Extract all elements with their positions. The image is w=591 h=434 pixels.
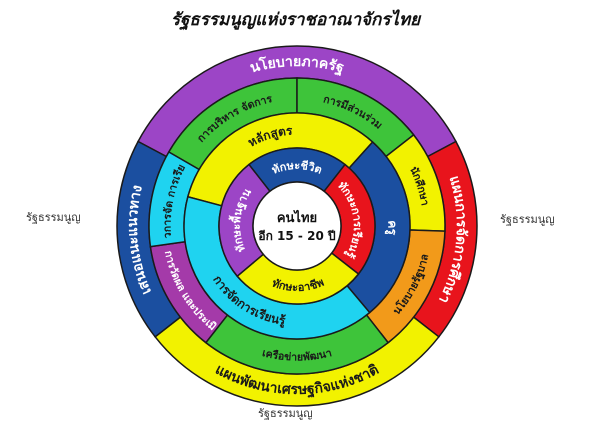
outside-label-left: รัฐธรรมนูญ bbox=[26, 211, 81, 224]
inner-label-text-0: ทักษะชีวิต bbox=[270, 159, 324, 177]
third-label-text-1: ครู bbox=[384, 220, 399, 236]
second-label-text-4: เครือข่ายพัฒนา bbox=[261, 347, 333, 363]
third-label-1: ครู bbox=[384, 220, 399, 236]
second-label-4: เครือข่ายพัฒนา bbox=[261, 347, 333, 363]
center-label-line2: อีก 15 - 20 ปี bbox=[258, 229, 336, 243]
outer-label-0: นโยบายภาครัฐ bbox=[248, 54, 345, 77]
inner-label-0: ทักษะชีวิต bbox=[270, 159, 324, 177]
center-label-line1: คนไทย bbox=[277, 209, 317, 226]
outside-label-right: รัฐธรรมนูญ bbox=[500, 213, 555, 226]
inner-ring: ทักษะชีวิตทักษะการเรียนรู้ทักษะอาชีพทักษ… bbox=[218, 147, 376, 305]
outer-label-text-0: นโยบายภาครัฐ bbox=[248, 54, 345, 77]
center-circle bbox=[252, 181, 342, 271]
outside-label-bottom: รัฐธรรมนูญ bbox=[258, 407, 313, 420]
diagram-title: รัฐธรรมนูญแห่งราชอาณาจักรไทย bbox=[170, 10, 421, 30]
inner-label-text-2: ทักษะอาชีพ bbox=[270, 276, 325, 294]
inner-label-2: ทักษะอาชีพ bbox=[270, 276, 325, 294]
center-circle-group: คนไทย อีก 15 - 20 ปี bbox=[252, 181, 342, 271]
